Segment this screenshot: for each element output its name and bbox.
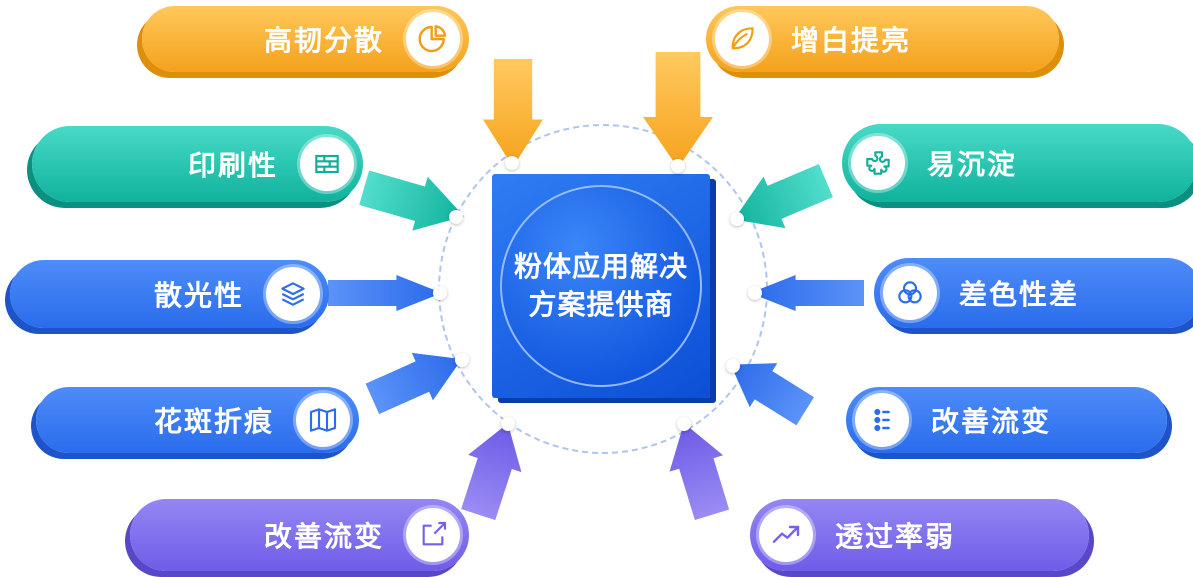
pill-left-2: 印刷性 <box>32 126 363 202</box>
connector-dot <box>449 210 463 224</box>
connector-dot <box>505 156 519 170</box>
center-circle: 粉体应用解决 方案提供商 <box>500 185 702 387</box>
pill-right-4: 改善流变 <box>846 387 1167 453</box>
connector-dot <box>501 417 515 431</box>
connector-dot <box>671 159 685 173</box>
connector-dot <box>748 286 762 300</box>
pill-right-1: 增白提亮 <box>706 6 1059 72</box>
print-plate-icon <box>300 137 354 191</box>
trend-up-icon <box>759 508 813 562</box>
sliders-icon <box>855 393 909 447</box>
pill-right-1-label: 增白提亮 <box>791 25 912 56</box>
pill-left-1: 高韧分散 <box>142 6 469 72</box>
pill-right-5-label: 透过率弱 <box>835 521 956 552</box>
leaf-icon <box>715 12 769 66</box>
pill-left-3: 散光性 <box>10 260 329 328</box>
pill-left-4-label: 花斑折痕 <box>153 406 274 437</box>
connector-dot <box>726 359 740 373</box>
pill-right-3-label: 差色性差 <box>959 279 1080 310</box>
pie-chart-icon <box>406 12 460 66</box>
map-icon <box>296 393 350 447</box>
edit-arrow-icon <box>406 508 460 562</box>
pill-left-1-label: 高韧分散 <box>263 25 384 56</box>
pill-right-2-label: 易沉淀 <box>927 149 1018 180</box>
pill-right-2: 易沉淀 <box>842 124 1193 202</box>
pill-left-2-label: 印刷性 <box>187 150 278 181</box>
layers-icon <box>266 267 320 321</box>
pill-right-3: 差色性差 <box>874 258 1193 328</box>
center-hub: 粉体应用解决 方案提供商 <box>492 174 710 398</box>
pill-left-5: 改善流变 <box>130 499 469 571</box>
center-title-line1: 粉体应用解决 <box>513 251 688 283</box>
connector-arrow-mid-left <box>328 275 442 311</box>
pill-left-4: 花斑折痕 <box>36 387 359 453</box>
puzzle-icon <box>851 136 905 190</box>
pill-left-5-label: 改善流变 <box>263 521 384 552</box>
connector-dot <box>455 353 469 367</box>
connector-dot <box>677 417 691 431</box>
pill-right-5: 透过率弱 <box>750 499 1089 571</box>
connector-dot <box>433 286 447 300</box>
overlap-circles-icon <box>883 266 937 320</box>
connector-dot <box>730 212 744 226</box>
pill-right-4-label: 改善流变 <box>931 406 1052 437</box>
center-title-line2: 方案提供商 <box>528 289 674 320</box>
pill-left-3-label: 散光性 <box>153 280 244 311</box>
